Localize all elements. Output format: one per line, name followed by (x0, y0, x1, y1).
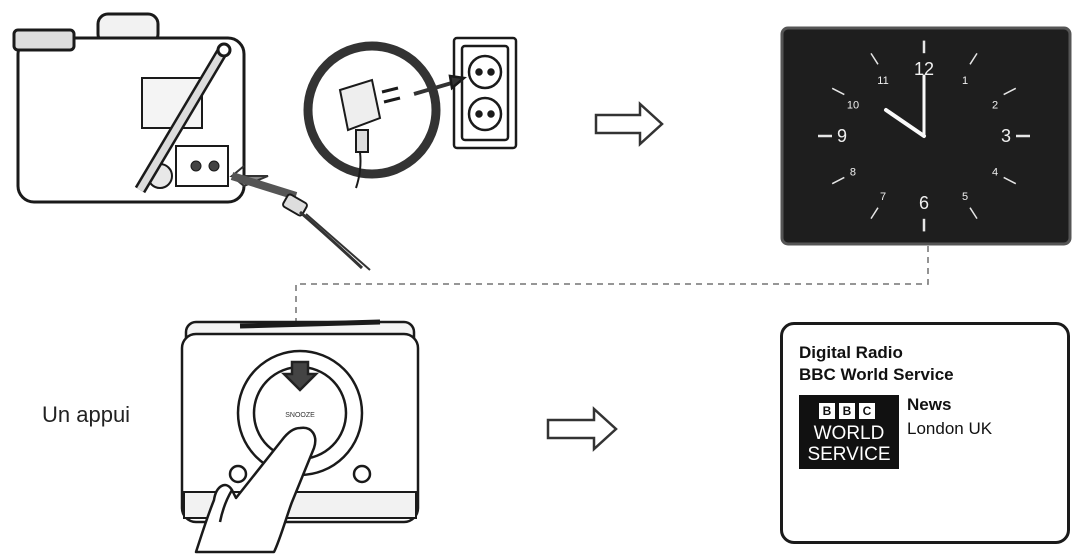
clock-tick (969, 52, 978, 65)
clock-tick (870, 207, 879, 220)
display-line-1: Digital Radio (799, 343, 903, 362)
programme-line-1: News (907, 395, 952, 414)
clock-numeral: 1 (962, 75, 968, 87)
clock-numeral: 8 (850, 167, 856, 179)
press-once-caption: Un appui (42, 402, 131, 427)
radio-display-screen: Digital Radio BBC World Service B B C WO… (780, 322, 1070, 544)
clock-tick (969, 207, 978, 220)
radio-button-snooze: SNOOZE (285, 412, 315, 419)
clock-tick (870, 52, 879, 65)
hand-press-icon (194, 426, 317, 554)
clock-numeral: 11 (877, 75, 888, 87)
arrow-right-icon (546, 101, 664, 452)
wall-socket-icon (413, 36, 518, 150)
clock-numeral: 12 (914, 59, 934, 79)
programme-line-2: London UK (907, 419, 993, 438)
display-line-2: BBC World Service (799, 365, 954, 384)
clock-numeral: 4 (992, 167, 998, 179)
logo-word-world: WORLD (813, 423, 885, 444)
clock-numeral: 2 (992, 99, 998, 111)
clock-numeral: 3 (1001, 126, 1011, 146)
clock-tick (831, 87, 845, 96)
radio-device-icon (12, 12, 371, 271)
bbc-world-service-logo: B B C WORLD SERVICE (799, 395, 899, 469)
clock-numeral: 10 (847, 99, 859, 111)
dashed-connector (295, 246, 929, 330)
logo-word-service: SERVICE (807, 444, 891, 465)
power-adapter-icon (303, 41, 441, 189)
logo-letter: B (839, 403, 855, 419)
clock-tick (831, 176, 845, 185)
clock-hour-hand (884, 108, 926, 138)
clock-numeral: 7 (880, 191, 886, 203)
clock-tick (1003, 176, 1017, 185)
logo-letter: B (819, 403, 835, 419)
clock-numeral: 5 (962, 191, 968, 203)
clock-numeral: 9 (837, 126, 847, 146)
clock-tick (1003, 87, 1017, 96)
clock-numeral: 6 (919, 193, 929, 213)
logo-letter: C (859, 403, 875, 419)
